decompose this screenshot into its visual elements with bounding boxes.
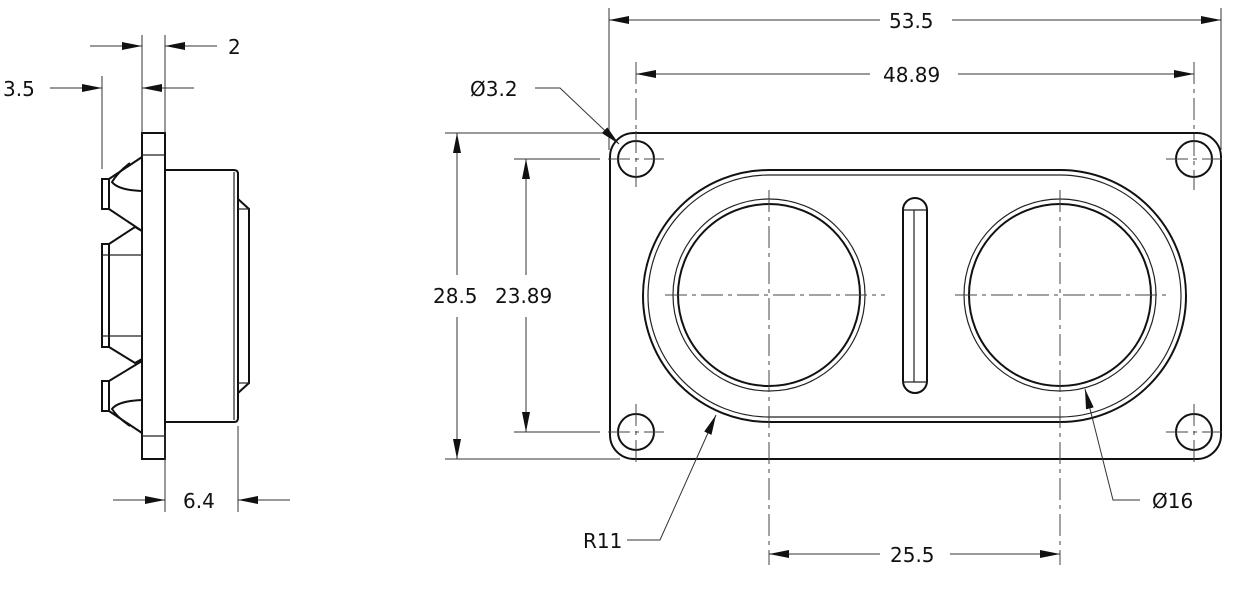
side-body bbox=[165, 169, 239, 423]
front-view bbox=[445, 8, 1222, 565]
dim-mounting-hole-diameter: Ø3.2 bbox=[470, 77, 518, 101]
center-slot bbox=[902, 197, 928, 394]
side-view bbox=[50, 35, 290, 512]
side-flange bbox=[141, 132, 166, 460]
dim-overall-width: 53.5 bbox=[889, 9, 934, 33]
dim-lens-diameter: Ø16 bbox=[1152, 489, 1193, 513]
dim-overall-height: 28.5 bbox=[433, 284, 478, 308]
dim-flange-thickness: 2 bbox=[228, 35, 241, 59]
dim-lens-center-distance: 25.5 bbox=[890, 543, 935, 567]
front-plate bbox=[609, 132, 1222, 460]
dim-body-radius: R11 bbox=[583, 529, 622, 553]
dim-protrusion-depth: 3.5 bbox=[3, 77, 35, 101]
dim-body-depth: 6.4 bbox=[183, 489, 215, 513]
dim-hole-spacing-horizontal: 48.89 bbox=[883, 63, 940, 87]
dim-hole-spacing-vertical: 23.89 bbox=[495, 284, 552, 308]
